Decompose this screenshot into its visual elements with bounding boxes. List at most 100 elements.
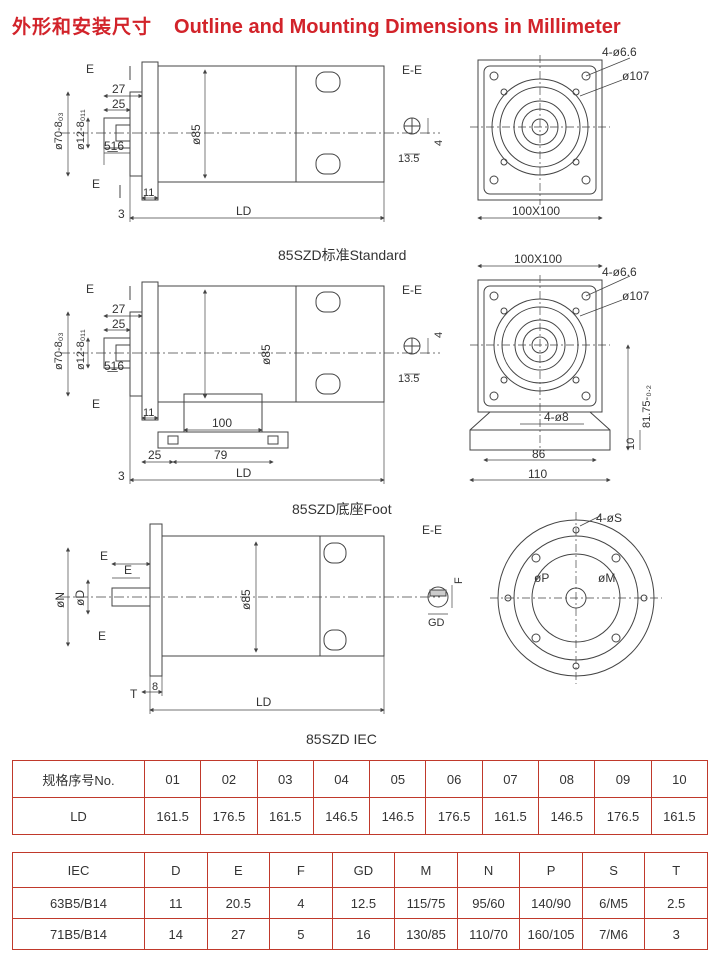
foot-square-label: 100X100 [514, 252, 562, 266]
iec-e-bottom: E [98, 629, 106, 643]
table-cell: 09 [594, 760, 652, 798]
iec-m-label: øM [598, 571, 615, 585]
table-cell: 16 [331, 918, 396, 950]
table-cell: 130/85 [394, 918, 458, 950]
title-english: Outline and Mounting Dimensions in Milli… [174, 16, 621, 38]
iec-pcd-label: øP [534, 571, 549, 585]
foot-dim-3: 3 [118, 469, 125, 483]
table-cell: 02 [200, 760, 258, 798]
table-cell: 146.5 [369, 797, 427, 835]
table-cell: E [206, 852, 271, 888]
foot-e-bottom: E [92, 397, 100, 411]
table-cell: 11 [144, 887, 208, 919]
table-cell: 176.5 [425, 797, 483, 835]
std-dim-shaft: ø12-8₀₁₁ [75, 109, 87, 150]
table-cell: 27 [206, 918, 271, 950]
table-cell: 7/M6 [581, 918, 646, 950]
table-cell: 63B5/B14 [12, 887, 145, 919]
table-cell: 140/90 [519, 887, 583, 919]
foot-dim-79: 79 [214, 448, 228, 462]
foot-section-label: E-E [402, 283, 422, 297]
std-hole-label: 4-ø6.6 [602, 45, 637, 59]
table-cell: 115/75 [394, 887, 458, 919]
iec-key-section [427, 585, 453, 615]
iec-key-gd: GD [428, 617, 445, 629]
foot-key-section [403, 337, 429, 375]
table-cell: 01 [143, 760, 202, 798]
foot-side-view [60, 281, 440, 484]
std-pcd-label: ø107 [622, 69, 650, 83]
foot-pcd-label: ø107 [622, 289, 650, 303]
foot-key-4: 4 [433, 332, 445, 338]
iec-table: IEC D E F GD M N P S T 63B5/B14 11 20.5 … [12, 852, 708, 950]
table-cell: T [644, 852, 708, 888]
std-dim-27: 27 [112, 82, 126, 96]
iec-section-label: E-E [422, 523, 442, 537]
foot-dim-25b: 25 [148, 448, 162, 462]
table-row: 71B5/B14 14 27 5 16 130/85 110/70 160/10… [12, 918, 708, 950]
table-cell: 161.5 [481, 797, 540, 835]
table-cell: D [144, 852, 208, 888]
table-cell: 95/60 [456, 887, 521, 919]
std-dim-11: 11 [143, 187, 154, 199]
table-cell: 4 [269, 887, 333, 919]
foot-dim-flange: ø70-8₀₃ [53, 332, 65, 370]
table-cell: 146.5 [312, 797, 371, 835]
foot-dim-ld: LD [236, 466, 252, 480]
standard-key-section [403, 117, 429, 155]
table-cell: 2.5 [644, 887, 708, 919]
foot-dim-shaft: ø12-8₀₁₁ [75, 329, 87, 370]
table-cell: 12.5 [331, 887, 396, 919]
iec-key-f: F [453, 577, 465, 584]
foot-foothole-label: 4-ø8 [544, 410, 569, 424]
title-chinese: 外形和安装尺寸 [12, 16, 153, 38]
standard-caption: 85SZD标准Standard [278, 247, 406, 263]
table-cell: 176.5 [594, 797, 652, 835]
foot-hole-label: 4-ø6.6 [602, 265, 637, 279]
table-cell: 08 [538, 760, 596, 798]
table-cell: 3 [644, 918, 708, 950]
std-dim-516: 5͟16 [104, 139, 124, 153]
iec-dim-ld: LD [256, 695, 272, 709]
table-cell: 161.5 [650, 797, 709, 835]
table-cell: 03 [256, 760, 314, 798]
table-cell: 06 [425, 760, 483, 798]
technical-drawing: E E 27 25 5͟16 ø70-8₀₃ ø12-8₀₁₁ ø85 11 3… [53, 45, 662, 747]
table-cell: 176.5 [200, 797, 258, 835]
foot-dim-516: 5͟16 [104, 359, 124, 373]
foot-dim-11: 11 [143, 407, 154, 419]
table-cell: 5 [269, 918, 333, 950]
table-cell: N [456, 852, 521, 888]
table-cell: 07 [481, 760, 540, 798]
table-cell: 161.5 [143, 797, 202, 835]
ld-table: 规格序号No. 01 02 03 04 05 06 07 08 09 10 LD… [12, 760, 709, 835]
table-cell: LD [12, 797, 145, 835]
table-cell: 14 [144, 918, 208, 950]
iec-dim-t: T [130, 687, 138, 701]
table-row: LD 161.5 176.5 161.5 146.5 146.5 176.5 1… [12, 797, 709, 835]
foot-caption: 85SZD底座Foot [292, 501, 392, 517]
std-dim-ld: LD [236, 204, 252, 218]
table-cell: 110/70 [456, 918, 521, 950]
table-cell: 10 [650, 760, 709, 798]
foot-dim-85: ø85 [259, 344, 273, 365]
table-cell: 161.5 [256, 797, 314, 835]
table-cell: 05 [369, 760, 427, 798]
std-section-label: E-E [402, 63, 422, 77]
std-dim-flange: ø70-8₀₃ [53, 112, 65, 150]
iec-dim-n: øN [53, 592, 67, 608]
table-cell: IEC [12, 852, 145, 888]
table-cell: 146.5 [538, 797, 596, 835]
table-cell: 04 [312, 760, 371, 798]
std-dim-25: 25 [112, 97, 126, 111]
standard-front-view [470, 55, 631, 221]
iec-dim-85: ø85 [239, 589, 253, 610]
table-cell: P [519, 852, 583, 888]
table-row: 63B5/B14 11 20.5 4 12.5 115/75 95/60 140… [12, 887, 708, 919]
iec-front-view [490, 512, 662, 684]
iec-dim-8: 8 [152, 681, 158, 693]
iec-caption: 85SZD IEC [306, 731, 377, 747]
std-e-top: E [86, 62, 94, 76]
table-cell: 规格序号No. [12, 760, 145, 798]
iec-dim-d: øD [73, 590, 87, 606]
